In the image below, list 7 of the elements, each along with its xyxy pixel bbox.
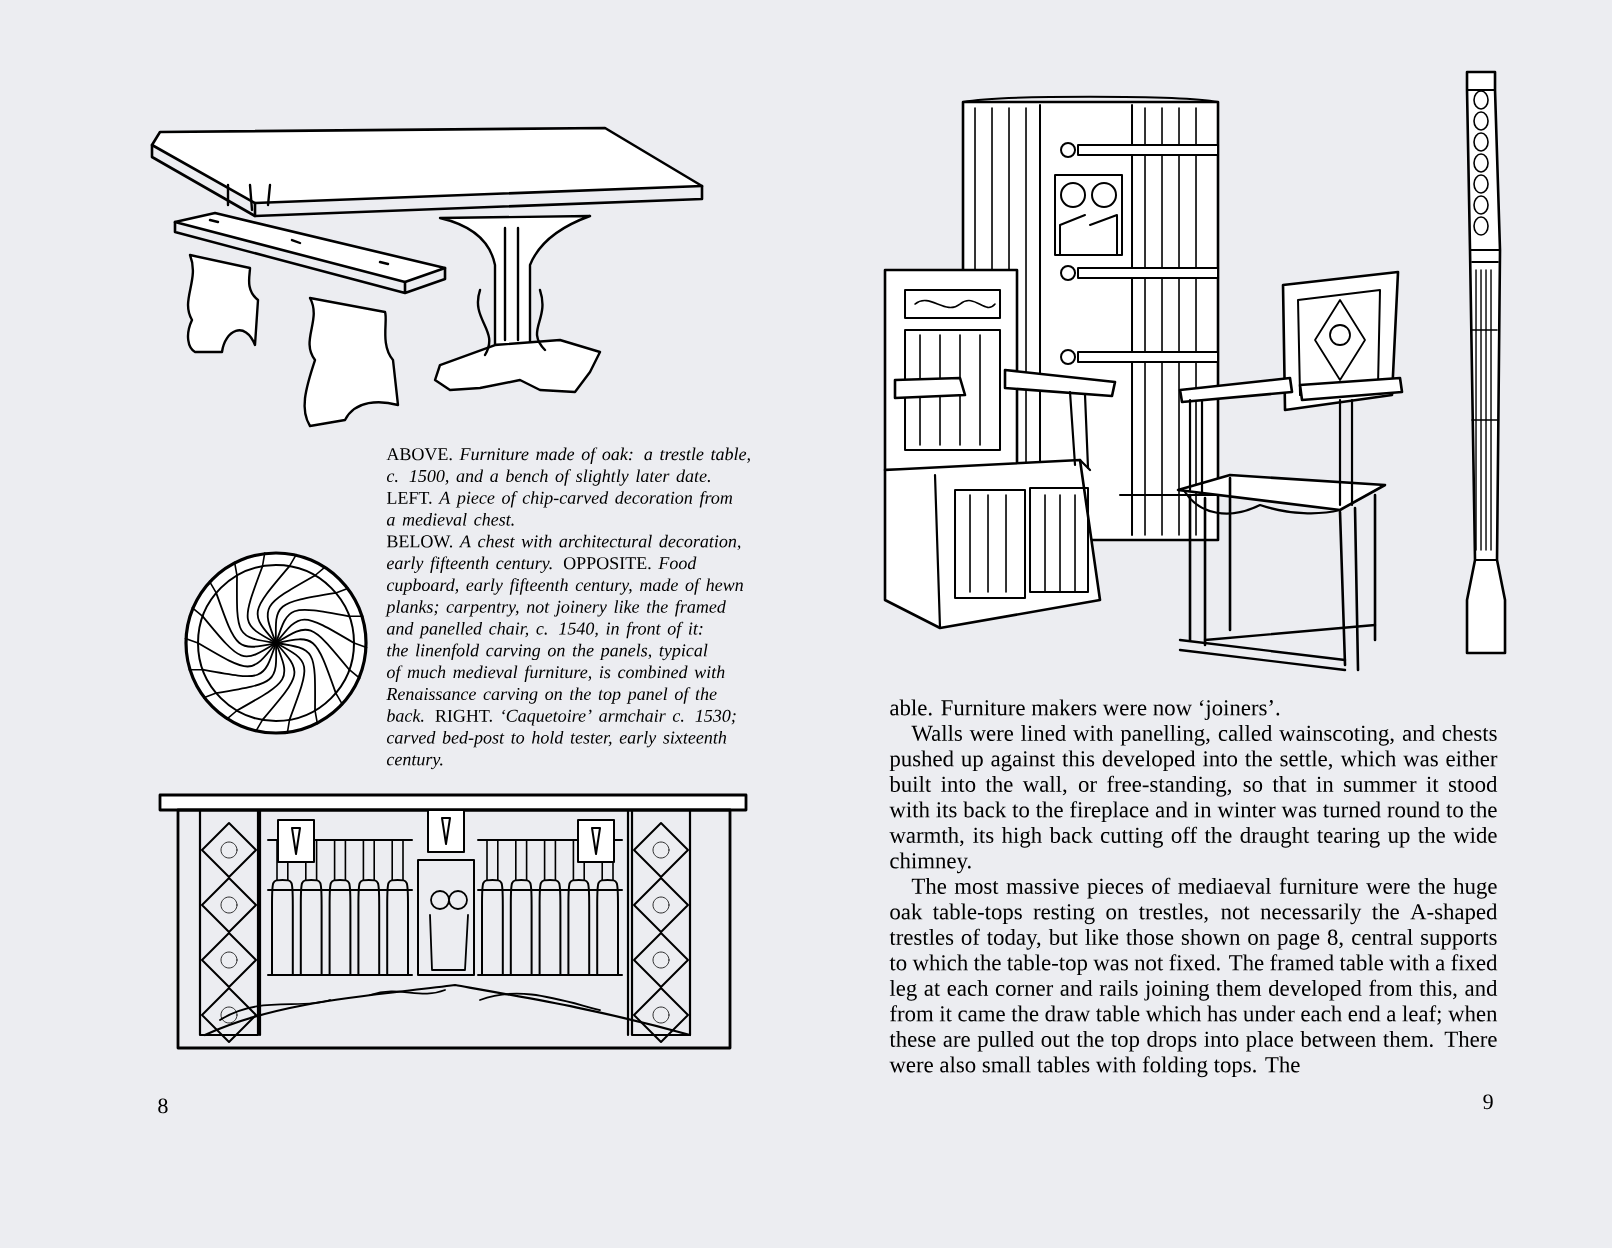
body-paragraph: able. Furniture makers were now ‘joiners’. bbox=[890, 699, 1280, 721]
page-number: 9 bbox=[1483, 1094, 1493, 1110]
body-paragraph: The most massive pieces of mediaeval furniture were the huge oak table-tops resting on trestles, not necessarily the A-shaped trestles of today, but like those shown on page 8, central supports to which the table-top was not fixed. The framed table with a fixed leg at each corner and rails joining them developed from this, and from it came the draw table which has under each end a leaf; when these are pulled out the top drops into place between them. There were also small tables with folding tops. The bbox=[889, 877, 1498, 1078]
page-number: 8 bbox=[158, 1098, 168, 1114]
caption-text: ABOVE. Furniture made of oak: a trestle table, c. 1500, and a bench of slightly later date. LEFT. A piece of chip-carved decoration from a medieval chest. bbox=[386, 447, 750, 526]
caption-text: BELOW. A chest with architectural decoration, early fifteenth century. OPPOSITE. Food cupboard, early fifteenth century, made of hewn planks; carpentry, not joinery like the framed and panelled chair, c. 1540, in front of it: the linenfold carving on the panels, typical of much medieval furniture, is combined with Renaissance carving on the top panel of the back. RIGHT. ‘Caquetoire’ armchair c. 1530; carved bed-post to hold tester, early sixteenth century. bbox=[385, 534, 743, 770]
body-paragraph: Walls were lined with panelling, called wainscoting, and chests pushed up against this developed into the settle, which was either built into the wall, or free-standing, so that in summer it stood with its back to the fireplace and in winter was turned round to the warmth, its high back cutting off the draught tearing up the wide chimney. bbox=[889, 724, 1498, 874]
